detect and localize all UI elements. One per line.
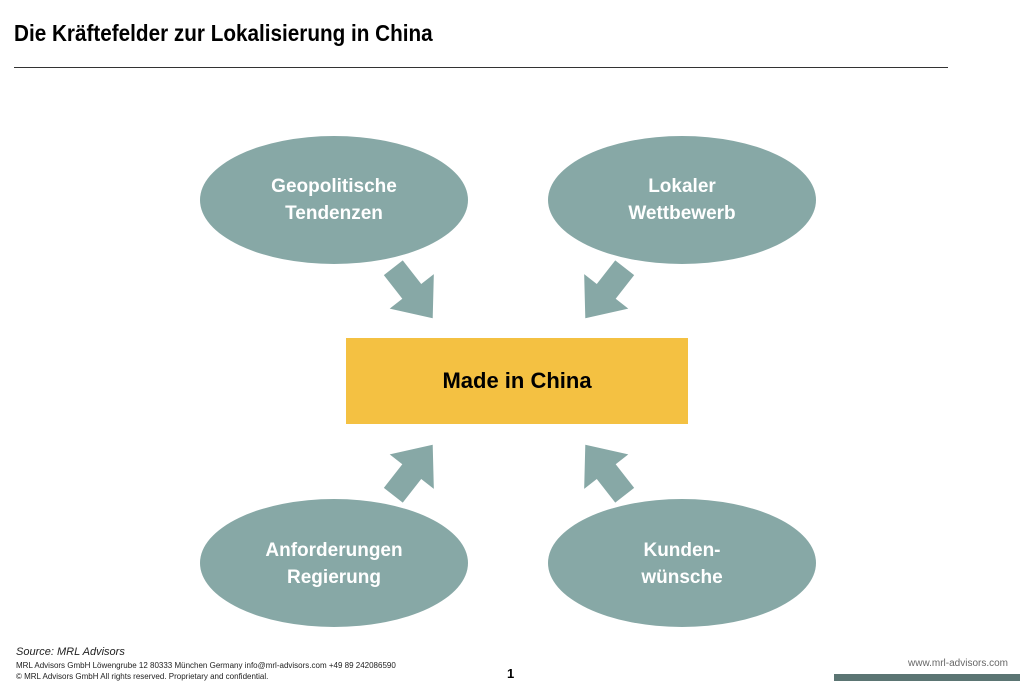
force-ellipse-geopolitics	[200, 136, 468, 264]
arrow-icon	[383, 260, 434, 319]
footer-bar	[834, 674, 1020, 681]
label-line: Tendenzen	[285, 203, 383, 224]
source-note: Source: MRL Advisors	[16, 646, 125, 658]
center-label: Made in China	[442, 368, 592, 393]
website: www.mrl-advisors.com	[908, 658, 1009, 669]
page-number: 1	[507, 666, 515, 681]
label-line: Anforderungen	[265, 540, 403, 561]
page-title: Die Kräftefelder zur Lokalisierung in Ch…	[14, 20, 433, 46]
arrow-icon	[584, 444, 635, 503]
arrow-icon	[383, 444, 434, 503]
force-label-customers: Kunden-wünsche	[548, 537, 816, 591]
label-line: Kunden-	[643, 540, 721, 561]
label-line: Regierung	[287, 567, 381, 588]
force-ellipse-government	[200, 499, 468, 627]
footer-copyright: © MRL Advisors GmbH All rights reserved.…	[16, 672, 269, 681]
center-box	[346, 338, 688, 424]
force-ellipse-customers	[548, 499, 816, 627]
label-line: Wettbewerb	[628, 203, 736, 224]
footer-address: MRL Advisors GmbH Löwengrube 12 80333 Mü…	[16, 661, 396, 670]
label-line: wünsche	[641, 567, 723, 588]
label-line: Lokaler	[648, 176, 716, 197]
force-ellipse-competition	[548, 136, 816, 264]
label-line: Geopolitische	[271, 176, 397, 197]
title-divider	[14, 67, 948, 68]
arrow-icon	[584, 260, 635, 319]
